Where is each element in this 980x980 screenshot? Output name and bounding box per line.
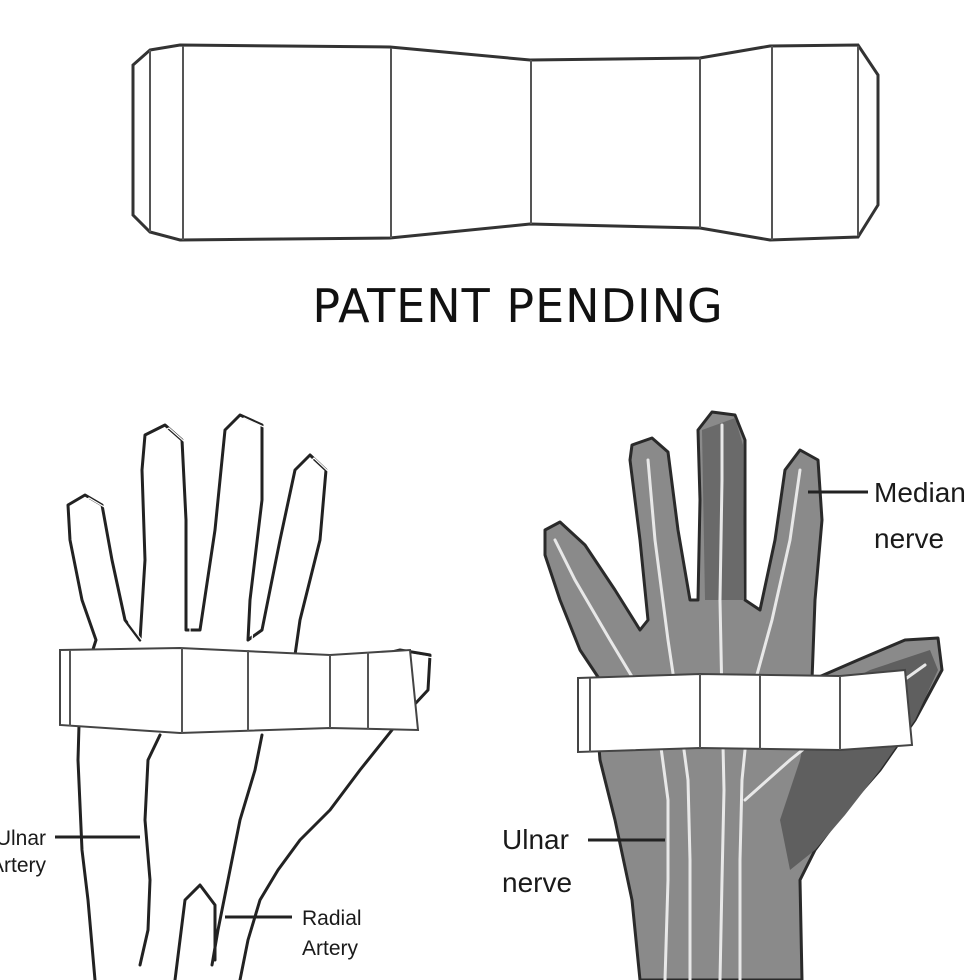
radial-artery-label-line2: Artery <box>302 937 359 960</box>
right-wrist-band <box>577 668 914 754</box>
ulnar-nerve-label-line1: Ulnar <box>502 824 569 855</box>
radial-artery-label-line1: Radial <box>302 907 362 930</box>
left-hand-arteries: Ulnar Artery Radial Artery <box>0 413 435 980</box>
median-nerve-label-line1: Median <box>874 477 966 508</box>
right-hand-nerves: Median nerve Ulnar nerve <box>502 410 966 980</box>
wrist-band-product <box>131 43 880 242</box>
band-outline <box>131 43 880 242</box>
radial-artery-vessel <box>210 733 264 967</box>
left-hand-inner-line <box>71 417 435 980</box>
ulnar-artery-vessel <box>138 733 162 967</box>
patent-pending-text: PATENT PENDING <box>312 279 723 333</box>
ulnar-artery-label-line2: Artery <box>0 854 46 877</box>
ulnar-nerve-label-line2: nerve <box>502 867 572 898</box>
left-wrist-band <box>59 646 420 735</box>
ulnar-artery-label-line1: Ulnar <box>0 827 46 850</box>
left-hand-outline <box>66 413 432 980</box>
median-nerve-label-line2: nerve <box>874 523 944 554</box>
thumb-crease-line <box>173 883 217 980</box>
